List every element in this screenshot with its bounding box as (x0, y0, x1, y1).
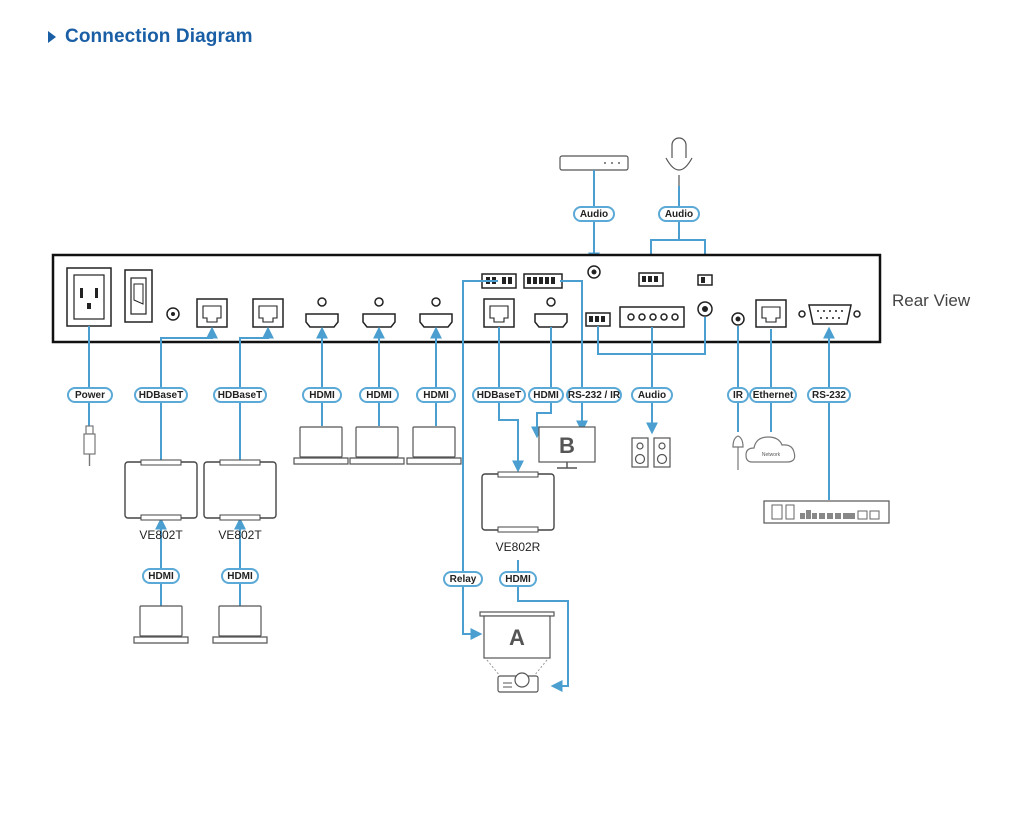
ve802t-label-1: VE802T (139, 528, 183, 542)
power-switch[interactable] (124, 269, 153, 323)
label-pill-ir: IR (727, 387, 749, 403)
rear-view-label: Rear View (892, 291, 971, 310)
section-title: Connection Diagram (65, 26, 253, 47)
label-text-tx-hdmi1: HDMI (148, 571, 174, 582)
ve802r-label: VE802R (496, 540, 541, 554)
speakers-icon (631, 437, 671, 468)
laptop-hdmi-3 (406, 426, 462, 465)
label-pill-hdbaset1: HDBaseT (134, 387, 188, 403)
label-text-rs232: RS-232 (812, 390, 846, 401)
label-pill-power: Power (67, 387, 113, 403)
rear-panel (51, 253, 882, 344)
label-pill-relay: Relay (443, 571, 483, 587)
label-pill-tx-hdmi2: HDMI (221, 568, 259, 584)
label-text-audio-mic-top: Audio (665, 209, 693, 220)
rs232-controller-device (763, 500, 890, 524)
hdbaset-port-2[interactable] (252, 298, 284, 328)
label-pill-hdmi1: HDMI (302, 387, 342, 403)
label-text-hdmi3: HDMI (423, 390, 449, 401)
label-text-hdbaset-out: HDBaseT (477, 390, 521, 401)
label-text-power: Power (75, 390, 105, 401)
network-cloud-icon: Network (745, 436, 796, 463)
rs232-port[interactable] (798, 304, 861, 325)
label-text-ir: IR (733, 390, 744, 401)
label-pill-rs232: RS-232 (807, 387, 851, 403)
section-header: Connection Diagram (48, 26, 253, 48)
display-b: B (538, 426, 596, 469)
label-pill-rs232-ir: RS-232 / IR (566, 387, 622, 403)
ve802r-receiver: VE802R (481, 471, 555, 554)
laptop-tx-2 (212, 605, 268, 644)
hdmi-out-port[interactable] (534, 297, 568, 328)
mic-switch[interactable] (697, 274, 713, 286)
hdmi-in-port-3[interactable] (419, 297, 453, 328)
projector-a-letter: A (509, 625, 525, 650)
label-pill-rx-hdmi: HDMI (499, 571, 537, 587)
ve802t-extender-1: VE802T (124, 459, 198, 542)
label-pill-tx-hdmi1: HDMI (142, 568, 180, 584)
audio-out-terminal-small[interactable] (585, 312, 611, 327)
ve802t-extender-2: VE802T (203, 459, 277, 542)
label-pill-hdbaset-out: HDBaseT (472, 387, 526, 403)
hdmi-in-port-2[interactable] (362, 297, 396, 328)
label-text-hdbaset1: HDBaseT (139, 390, 183, 401)
hdmi-in-port-1[interactable] (305, 297, 339, 328)
mic-terminal-block[interactable] (638, 272, 664, 287)
ethernet-port[interactable] (755, 299, 787, 328)
network-label: Network (762, 452, 781, 458)
label-text-audio-in-top: Audio (580, 209, 608, 220)
label-pill-hdmi-out: HDMI (528, 387, 564, 403)
audio-out-terminal-large[interactable] (619, 306, 685, 328)
label-text-hdmi2: HDMI (366, 390, 392, 401)
label-text-rx-hdmi: HDMI (505, 574, 531, 585)
power-cord-icon (83, 425, 96, 466)
label-text-tx-hdmi2: HDMI (227, 571, 253, 582)
projector-screen-a: A (479, 611, 555, 677)
label-text-ethernet: Ethernet (753, 390, 794, 401)
microphone-icon (665, 137, 693, 186)
label-text-hdmi-out: HDMI (533, 390, 559, 401)
laptop-hdmi-2 (349, 426, 405, 465)
rs232-ir-terminal-block[interactable] (523, 273, 563, 289)
projector-icon (497, 672, 539, 693)
label-pill-audio-out: Audio (631, 387, 673, 403)
label-pill-hdmi3: HDMI (416, 387, 456, 403)
ve802t-label-2: VE802T (218, 528, 262, 542)
label-text-hdbaset2: HDBaseT (218, 390, 262, 401)
label-pill-ethernet: Ethernet (749, 387, 797, 403)
display-b-letter: B (559, 433, 575, 458)
audio-source-device (559, 155, 629, 171)
label-text-relay: Relay (450, 574, 477, 585)
hdbaset-out-port[interactable] (483, 298, 515, 328)
hdbaset-port-1[interactable] (196, 298, 228, 328)
triangle-bullet-icon (48, 31, 56, 43)
label-text-hdmi1: HDMI (309, 390, 335, 401)
laptop-hdmi-1 (293, 426, 349, 465)
label-pill-audio-in-top: Audio (573, 206, 615, 222)
label-text-rs232-ir: RS-232 / IR (568, 390, 621, 401)
label-text-audio-out: Audio (638, 390, 666, 401)
label-pill-hdbaset2: HDBaseT (213, 387, 267, 403)
laptop-tx-1 (133, 605, 189, 644)
label-pill-hdmi2: HDMI (359, 387, 399, 403)
ir-receiver-icon (732, 435, 744, 470)
label-pill-audio-mic-top: Audio (658, 206, 700, 222)
